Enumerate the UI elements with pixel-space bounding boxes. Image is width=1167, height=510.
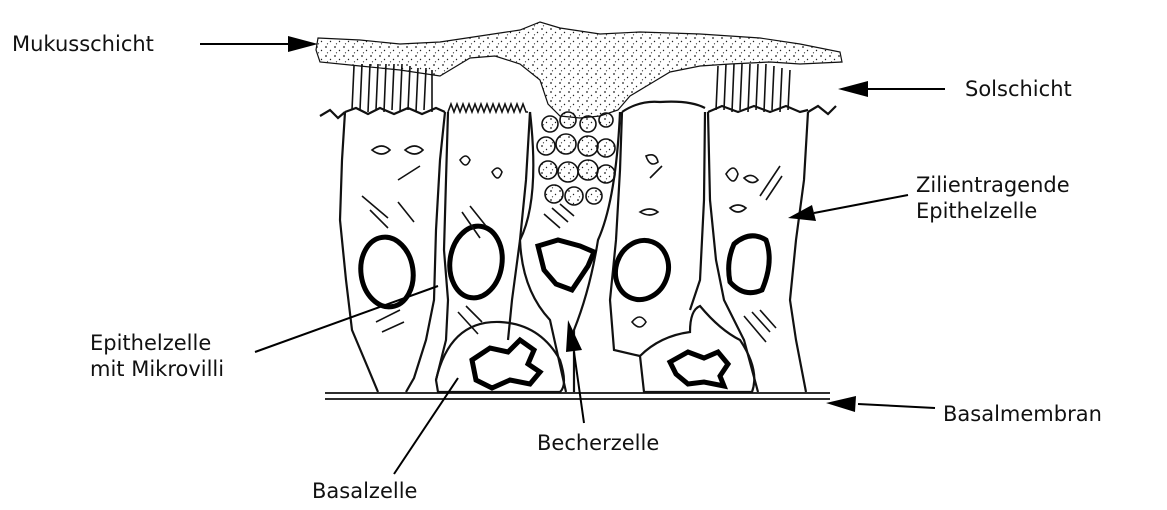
nucleus-1 <box>356 234 417 311</box>
arrow-zilientragende <box>788 195 908 221</box>
microvilli <box>448 104 528 112</box>
label-zilientragende-epithelzelle: Zilientragende Epithelzelle <box>916 172 1070 224</box>
label-epithelzelle-mikrovilli: Epithelzelle mit Mikrovilli <box>90 330 224 382</box>
nucleus-basal-right <box>670 352 728 386</box>
basal-cell-right <box>640 306 754 392</box>
label-basalmembran: Basalmembran <box>943 401 1102 427</box>
label-becherzelle: Becherzelle <box>537 430 659 456</box>
basal-membrane <box>325 393 830 399</box>
nucleus-2 <box>445 223 507 302</box>
label-basalzelle: Basalzelle <box>312 478 417 504</box>
mucus-granules <box>537 112 615 205</box>
nucleus-basal-left <box>472 340 540 388</box>
nucleus-4 <box>607 233 676 307</box>
mucus-layer <box>316 22 842 118</box>
cilia-right <box>716 64 790 112</box>
label-mukusschicht: Mukusschicht <box>12 31 154 57</box>
nucleus-5 <box>729 236 770 293</box>
ciliated-cell-left <box>340 64 445 392</box>
arrow-basalmembran <box>826 396 935 412</box>
pointer-epithelzelle <box>255 286 438 352</box>
ciliated-cell-right <box>708 64 808 392</box>
microvilli-cell <box>436 104 530 380</box>
nucleus-goblet <box>538 240 594 290</box>
arrow-solschicht <box>838 81 945 97</box>
label-solschicht: Solschicht <box>965 76 1072 102</box>
arrow-mukusschicht <box>200 36 318 52</box>
